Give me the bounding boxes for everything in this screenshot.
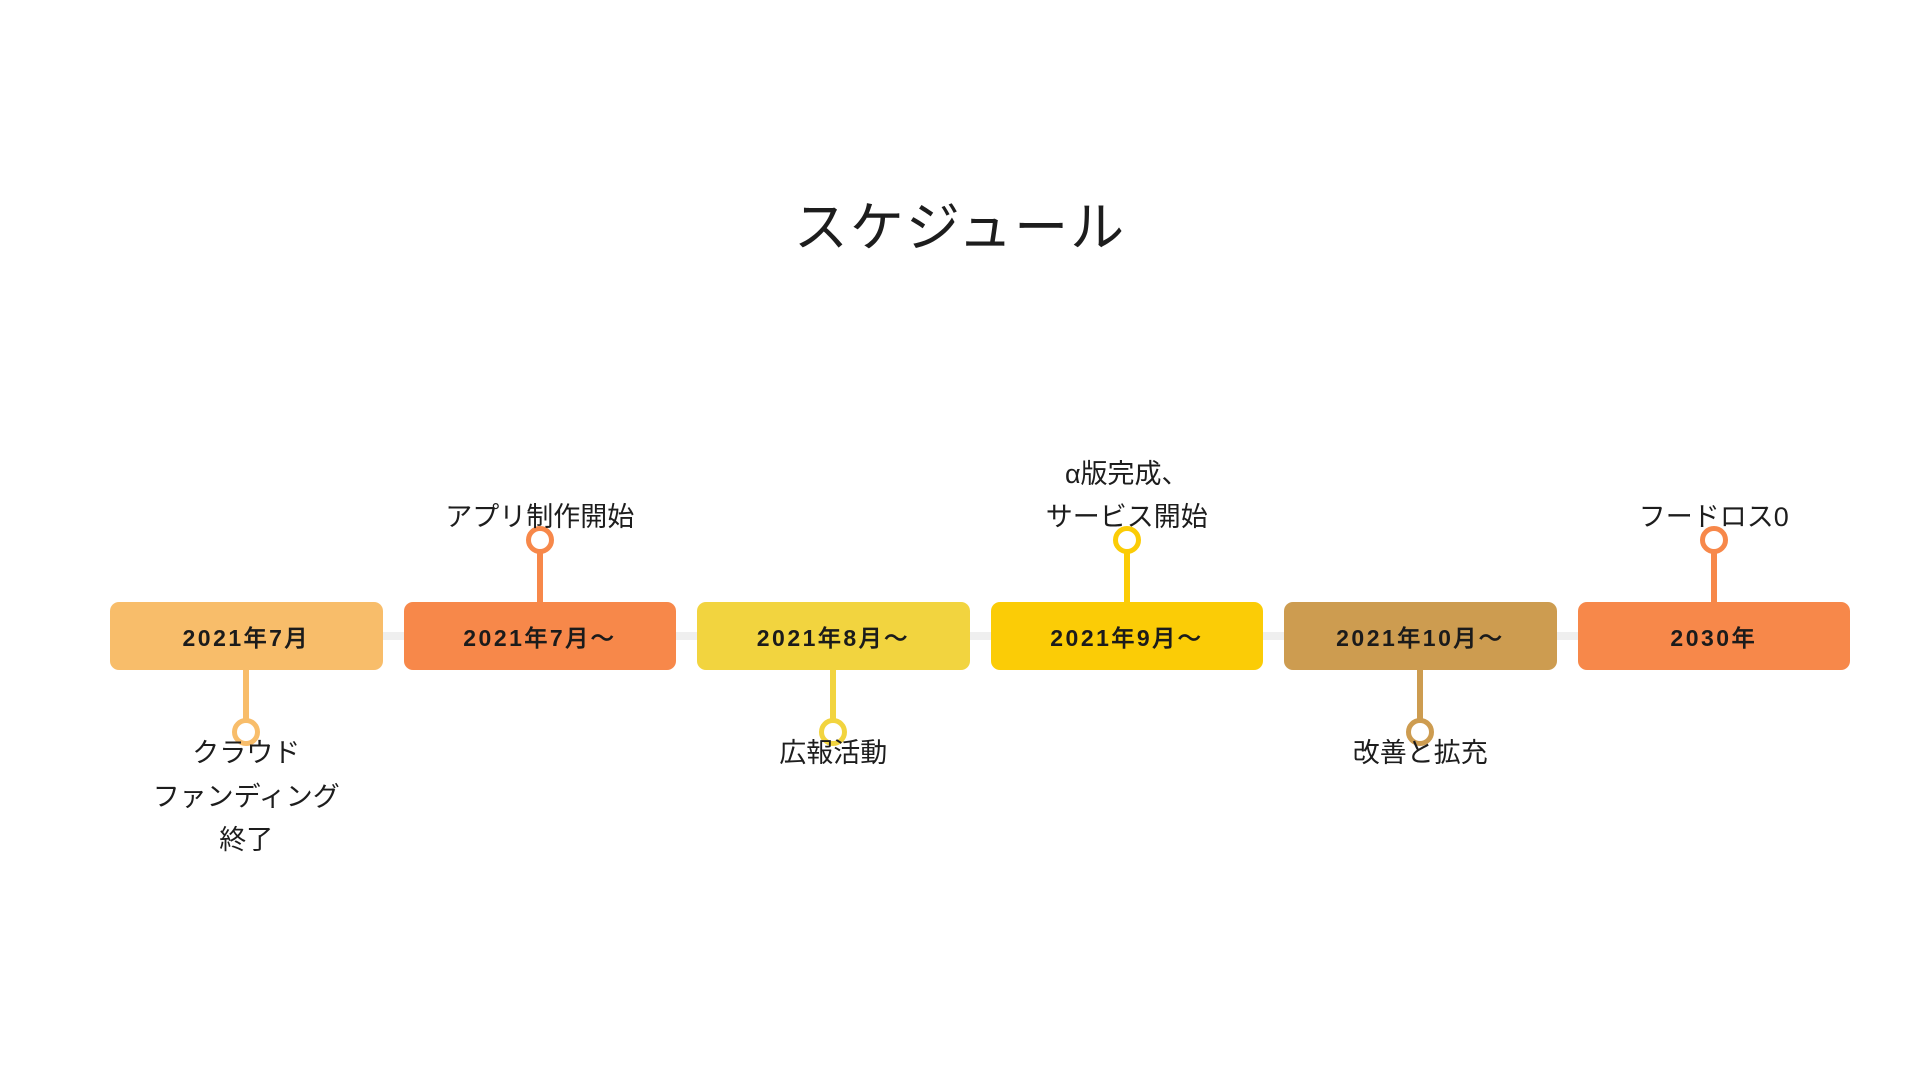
milestone-period-label: 2021年9月〜: [1050, 625, 1204, 651]
milestone-connector: [525, 526, 554, 602]
milestone-period-label: 2021年7月〜: [463, 625, 617, 651]
connector-stem: [1417, 670, 1424, 732]
connector-dot-icon: [1406, 718, 1435, 746]
milestone-event-caption: 広報活動: [779, 738, 888, 768]
milestone-item[interactable]: 2021年7月〜 アプリ制作開始: [403, 502, 676, 670]
connector-stem: [1123, 540, 1130, 602]
milestone-connector: [1699, 526, 1728, 602]
milestone-event-caption: α版完成、 サービス開始: [1045, 458, 1208, 533]
milestone-item[interactable]: 2021年7月 クラウド ファンディング 終了: [110, 602, 383, 855]
milestone-event-caption: クラウド ファンディング 終了: [152, 738, 340, 856]
milestone-period-label: 2021年10月〜: [1336, 625, 1505, 651]
connector-stem: [830, 670, 837, 732]
connector-stem: [536, 540, 543, 602]
timeline: 2021年7月 クラウド ファンディング 終了 2021年7月〜 アプリ制作開始…: [110, 459, 1850, 855]
connector-dot-icon: [525, 526, 554, 554]
connector-dot-icon: [1699, 526, 1728, 554]
milestone-period-label: 2021年7月: [182, 625, 310, 651]
milestone-item[interactable]: 2030年 フードロス0: [1577, 502, 1850, 670]
milestone-event-caption: 改善と拡充: [1352, 738, 1488, 768]
page-title: スケジュール: [793, 198, 1127, 259]
connector-dot-icon: [819, 718, 848, 746]
milestone-list: 2021年7月 クラウド ファンディング 終了 2021年7月〜 アプリ制作開始…: [110, 459, 1850, 855]
connector-dot-icon: [232, 718, 261, 746]
milestone-connector: [1406, 670, 1435, 746]
timeline-rail: [110, 632, 1850, 640]
milestone-connector: [819, 670, 848, 746]
milestone-item[interactable]: 2021年10月〜 改善と拡充: [1284, 602, 1557, 768]
connector-stem: [1710, 540, 1717, 602]
connector-dot-icon: [1112, 526, 1141, 554]
milestone-period-label: 2021年8月〜: [756, 625, 910, 651]
milestone-connector: [1112, 526, 1141, 602]
connector-stem: [243, 670, 250, 732]
milestone-item[interactable]: 2021年9月〜 α版完成、 サービス開始: [990, 459, 1263, 670]
milestone-period-label: 2030年: [1670, 625, 1758, 651]
milestone-connector: [232, 670, 261, 746]
milestone-event-caption: フードロス0: [1638, 502, 1789, 533]
milestone-event-caption: アプリ制作開始: [445, 502, 635, 533]
milestone-item[interactable]: 2021年8月〜 広報活動: [697, 602, 970, 768]
